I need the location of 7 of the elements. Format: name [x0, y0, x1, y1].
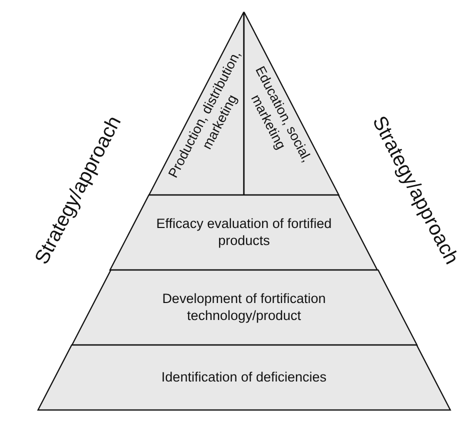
pyramid-band [38, 345, 450, 410]
segment-label: Efficacy evaluation of fortified products [155, 215, 333, 249]
pyramid-segment [149, 12, 244, 195]
pyramid-band [72, 270, 416, 345]
pyramid-segment [244, 12, 339, 195]
segment-label: Development of fortification technology/product [161, 290, 327, 324]
segment-label: Identification of deficiencies [160, 368, 328, 386]
